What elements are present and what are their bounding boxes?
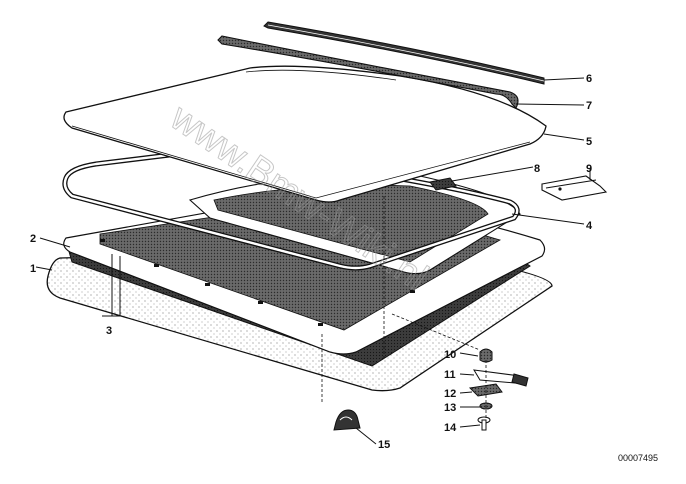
pad-part	[429, 177, 457, 191]
rear-seal-strip	[263, 21, 545, 85]
callout-2: 2	[30, 233, 36, 245]
callout-12: 12	[444, 388, 456, 400]
leader-lines	[35, 77, 591, 445]
seal-frame	[62, 147, 520, 271]
hardware-knob	[479, 348, 493, 363]
front-seal-strip	[217, 35, 519, 109]
hardware-screw	[477, 416, 491, 431]
hardware-plate	[473, 369, 529, 387]
callout-13: 13	[444, 402, 456, 414]
callout-4: 4	[586, 220, 593, 232]
callout-9: 9	[586, 163, 592, 175]
callout-8: 8	[534, 163, 540, 175]
callout-11: 11	[444, 369, 456, 381]
callout-1: 1	[30, 263, 36, 275]
callout-14: 14	[444, 422, 457, 434]
callout-10: 10	[444, 349, 456, 361]
callout-3: 3	[106, 325, 112, 337]
callout-6: 6	[586, 73, 592, 85]
callout-15: 15	[378, 439, 390, 451]
callout-5: 5	[586, 136, 592, 148]
clip-part	[333, 409, 361, 431]
part-number: 00007495	[618, 453, 658, 463]
bracket-part	[541, 175, 608, 201]
roof-lid	[63, 65, 547, 203]
callout-7: 7	[586, 100, 592, 112]
